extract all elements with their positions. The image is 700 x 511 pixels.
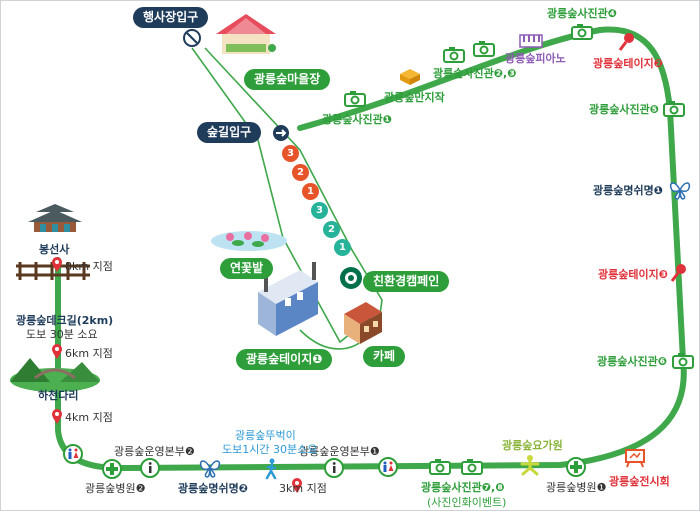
walk-time-label: 도보1시간 30분소요 xyxy=(222,443,318,456)
event-marker-teal-1[interactable]: 1 xyxy=(334,239,351,256)
walking-person-icon xyxy=(264,458,280,484)
entrance-arrow-icon xyxy=(271,124,291,146)
photo-zone-2-3-label: 광릉숲사진관❷,❸ xyxy=(433,67,517,80)
camera-icon[interactable] xyxy=(672,353,694,373)
camera-icon[interactable] xyxy=(443,47,465,67)
yoga-person-icon xyxy=(519,454,541,480)
first-aid-icon[interactable] xyxy=(566,457,586,481)
stage1-label[interactable]: 광릉숲테이지❶ xyxy=(236,349,333,370)
location-pin-icon xyxy=(51,257,63,277)
village-market-label[interactable]: 광릉숲마을장 xyxy=(244,69,331,90)
distance-4km-label: 4km 지점 xyxy=(65,411,113,424)
cafe-label[interactable]: 카페 xyxy=(363,346,406,367)
deck-fence xyxy=(16,262,90,280)
forest-entrance-label[interactable]: 숲길입구 xyxy=(197,122,262,143)
exhibition-icon[interactable] xyxy=(624,448,646,472)
hospital-2-label: 광릉숲병원❷ xyxy=(85,482,146,495)
camera-icon[interactable] xyxy=(461,459,483,479)
bongseonsa-label: 봉선사 xyxy=(39,243,70,256)
stage-3-label: 광릉숲테이지❸ xyxy=(598,268,669,281)
photo-zone-1-label: 광릉숲사진관❶ xyxy=(322,113,393,126)
first-aid-icon[interactable] xyxy=(102,459,122,483)
rest-area-2-label: 광릉숲명쉬명❷ xyxy=(178,482,249,495)
eco-campaign-label[interactable]: 친환경캠페인 xyxy=(363,271,450,292)
hq-1-label: 광릉숲운영본부❶ xyxy=(299,445,380,458)
microphone-icon[interactable] xyxy=(669,263,689,287)
butterfly-icon[interactable] xyxy=(669,180,691,204)
hq-2-label: 광릉숲운영본부❷ xyxy=(114,445,195,458)
temple xyxy=(28,204,82,232)
info-icon[interactable] xyxy=(324,458,344,482)
event-marker-orange-3[interactable]: 3 xyxy=(282,145,299,162)
stage-2-label: 광릉숲테이지❷ xyxy=(593,57,664,70)
event-marker-orange-2[interactable]: 2 xyxy=(292,164,309,181)
event-marker-orange-1[interactable]: 1 xyxy=(302,183,319,200)
deck-trail-label: 광릉숲데크길(2km) xyxy=(16,314,114,327)
location-pin-icon xyxy=(291,478,303,498)
rest-area-1-label: 광릉숲명쉬명❶ xyxy=(593,184,664,197)
restroom-icon[interactable] xyxy=(63,444,83,468)
walk-area-label: 광릉숲뚜벅이 xyxy=(235,429,296,442)
microphone-icon[interactable] xyxy=(617,32,637,56)
event-marker-teal-3[interactable]: 3 xyxy=(311,202,328,219)
distance-6km-label: 6km 지점 xyxy=(65,347,113,360)
event-entrance-label[interactable]: 행사장입구 xyxy=(133,7,209,28)
restroom-icon[interactable] xyxy=(378,457,398,481)
camera-icon[interactable] xyxy=(429,459,451,479)
hospital-1-label: 광릉숲병원❶ xyxy=(546,481,607,494)
stage-building xyxy=(258,262,318,336)
distance-3km-label: 3km 지점 xyxy=(279,482,327,495)
main-loop-trail xyxy=(55,26,687,472)
bridge-scene xyxy=(10,358,100,392)
lotus-field-label[interactable]: 연꽃밭 xyxy=(220,258,274,279)
piano-icon xyxy=(519,33,543,52)
exhibition-label: 광릉숲전시회 xyxy=(609,475,670,488)
photo-zone-6-label: 광릉숲사진관❻ xyxy=(597,355,668,368)
camera-icon[interactable] xyxy=(473,41,495,61)
photo-zone-4-label: 광릉숲사진관❹ xyxy=(547,7,618,20)
location-pin-icon xyxy=(51,344,63,364)
starbucks-logo-icon xyxy=(339,266,363,294)
event-marker-teal-2[interactable]: 2 xyxy=(323,221,340,238)
deck-walk-time: 도보 30분 소요 xyxy=(26,328,98,341)
photo-zone-7-8-label: 광릉숲사진관❼,❽ xyxy=(421,481,505,494)
camera-icon[interactable] xyxy=(571,24,593,44)
cafe-building xyxy=(344,302,382,344)
photo-zone-5-label: 광릉숲사진관❺ xyxy=(589,103,660,116)
piano-label: 광릉숲피아노 xyxy=(505,52,566,65)
photo-print-event-label: (사진인화이벤트) xyxy=(427,496,507,509)
location-pin-icon xyxy=(51,409,63,429)
block-workshop-label: 광릉숲만지작 xyxy=(384,91,445,104)
info-icon[interactable] xyxy=(140,458,160,482)
lego-block-icon xyxy=(398,66,422,90)
camera-icon[interactable] xyxy=(344,91,366,111)
camera-icon[interactable] xyxy=(663,101,685,121)
distance-8km-label: 8km 지점 xyxy=(65,260,113,273)
forest-path-2 xyxy=(204,47,383,331)
hacheon-bridge-label: 하천다리 xyxy=(38,389,79,402)
butterfly-icon[interactable] xyxy=(199,458,221,482)
no-entry-icon xyxy=(183,29,201,51)
market-tent xyxy=(216,14,276,54)
yoga-label: 광릉숲요가원 xyxy=(502,439,563,452)
